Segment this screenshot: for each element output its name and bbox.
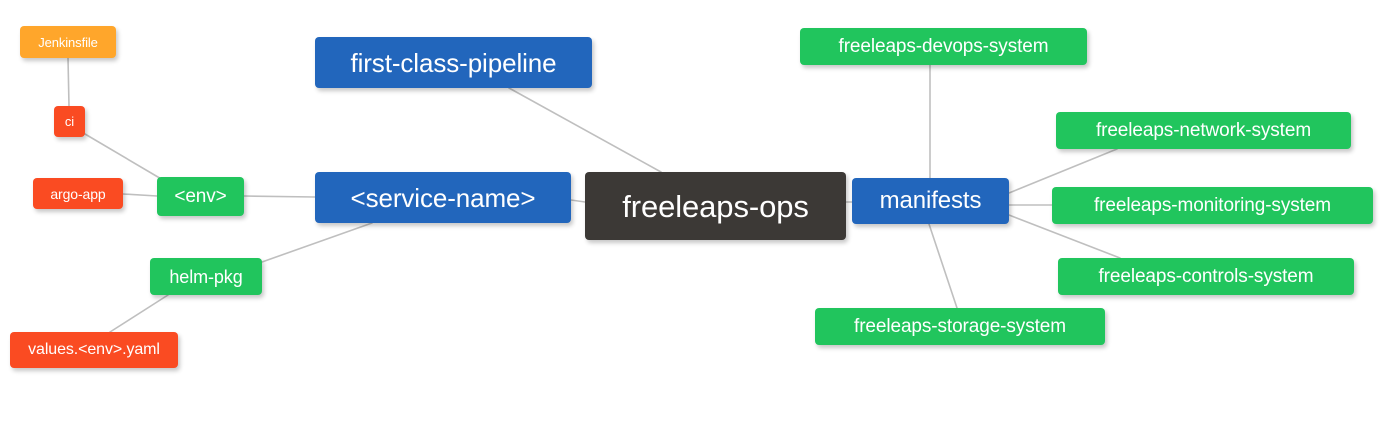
node-label-freeleaps-controls-system: freeleaps-controls-system (1098, 266, 1314, 287)
node-label-helm-pkg: helm-pkg (169, 266, 243, 287)
node-freeleaps-storage-system[interactable]: freeleaps-storage-system (815, 308, 1105, 345)
node-freeleaps-network-system[interactable]: freeleaps-network-system (1056, 112, 1351, 149)
node-freeleaps-monitoring-system[interactable]: freeleaps-monitoring-system (1052, 187, 1373, 224)
node-label-argo-app: argo-app (50, 185, 106, 202)
node-label-freeleaps-devops-system: freeleaps-devops-system (838, 36, 1049, 57)
node-env[interactable]: <env> (157, 177, 244, 216)
node-label-manifests: manifests (879, 187, 982, 214)
node-label-ci: ci (64, 114, 75, 129)
node-label-freeleaps-ops: freeleaps-ops (622, 188, 809, 224)
node-ci[interactable]: ci (54, 106, 85, 137)
node-helm-pkg[interactable]: helm-pkg (150, 258, 262, 295)
node-jenkinsfile[interactable]: Jenkinsfile (20, 26, 116, 58)
node-label-freeleaps-network-system: freeleaps-network-system (1095, 120, 1312, 141)
node-label-jenkinsfile: Jenkinsfile (38, 34, 98, 50)
node-label-values-env-yaml: values.<env>.yaml (28, 341, 160, 358)
node-label-freeleaps-monitoring-system: freeleaps-monitoring-system (1094, 195, 1331, 216)
node-service-name[interactable]: <service-name> (315, 172, 571, 223)
node-first-class-pipeline[interactable]: first-class-pipeline (315, 37, 592, 88)
node-values-env-yaml[interactable]: values.<env>.yaml (10, 332, 178, 368)
node-label-freeleaps-storage-system: freeleaps-storage-system (854, 316, 1066, 337)
node-label-env: <env> (174, 186, 227, 207)
node-label-service-name: <service-name> (350, 182, 536, 213)
node-freeleaps-devops-system[interactable]: freeleaps-devops-system (800, 28, 1087, 65)
node-label-first-class-pipeline: first-class-pipeline (350, 47, 557, 78)
node-freeleaps-ops[interactable]: freeleaps-ops (585, 172, 846, 240)
node-argo-app[interactable]: argo-app (33, 178, 123, 209)
node-manifests[interactable]: manifests (852, 178, 1009, 224)
node-freeleaps-controls-system[interactable]: freeleaps-controls-system (1058, 258, 1354, 295)
